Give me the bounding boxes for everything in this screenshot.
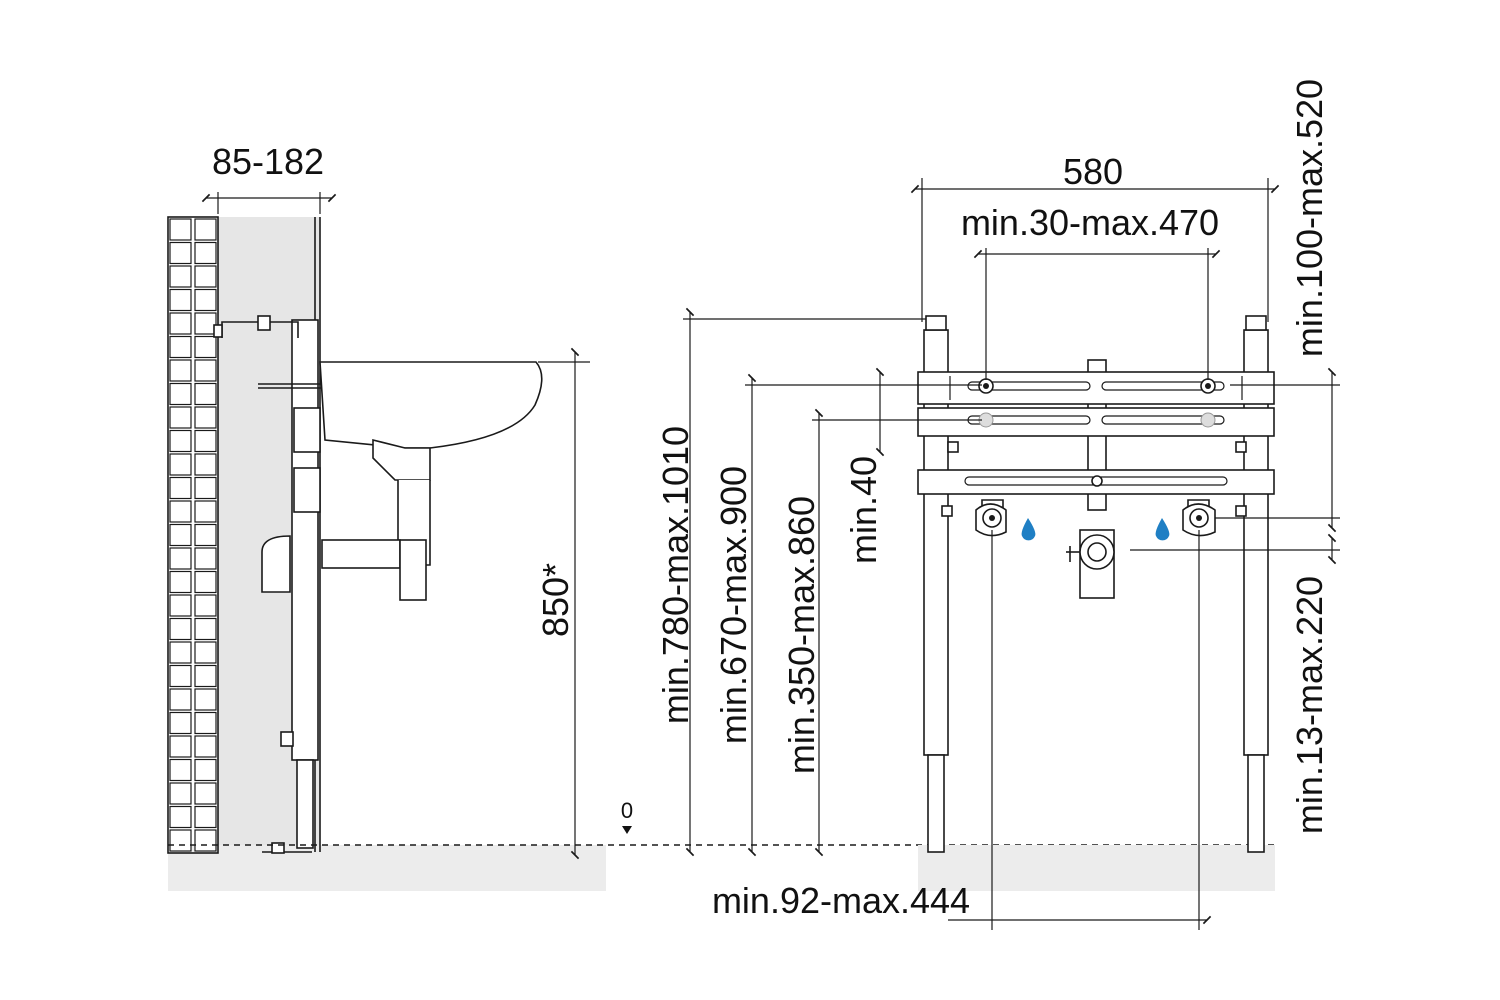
wall-tile xyxy=(169,523,192,547)
wall-tile xyxy=(194,523,217,547)
washbasin xyxy=(319,361,543,449)
floor-zero-label: 0 xyxy=(621,798,633,823)
wall-tile xyxy=(194,500,217,523)
dimension-valve-to-outlet: min.13-max.220 xyxy=(1130,517,1340,834)
wall-tile xyxy=(169,664,192,688)
basin-height-label: 850* xyxy=(535,563,576,637)
wall-tile xyxy=(169,805,192,829)
wall-tile xyxy=(169,617,192,641)
wall-tile xyxy=(169,476,192,500)
floor-slab-right xyxy=(918,845,1275,891)
top-to-rail-label: min.100-max.520 xyxy=(1289,79,1330,357)
wall-tile xyxy=(194,547,217,570)
wall-tile xyxy=(169,758,192,782)
height-rail-label: min.670-max.900 xyxy=(713,466,754,744)
wall-tile xyxy=(169,453,192,476)
dimension-basin-height: 850* xyxy=(535,347,590,860)
wall-tile xyxy=(194,758,217,782)
wall-tile xyxy=(169,829,192,852)
wall-tile xyxy=(194,829,217,852)
wall-tile xyxy=(194,641,217,664)
dimension-bracket-spacing: min.30-max.470 xyxy=(961,202,1221,380)
wall-tile xyxy=(169,641,192,664)
valve-to-outlet-label: min.13-max.220 xyxy=(1289,576,1330,834)
wall-tile xyxy=(194,688,217,711)
wall-tile xyxy=(194,241,217,265)
wall-tile xyxy=(194,406,217,429)
rail-gap-label: min.40 xyxy=(843,456,884,564)
wall-tile xyxy=(169,359,192,382)
wall-tile xyxy=(194,735,217,758)
wall-tile xyxy=(169,782,192,805)
wall-tile xyxy=(194,265,217,288)
dimension-frame-width: 580 xyxy=(910,151,1280,322)
wall-tile xyxy=(194,382,217,406)
valve-left xyxy=(975,499,1007,537)
wall-tile xyxy=(194,218,217,241)
upper-rail xyxy=(917,371,1275,405)
frame-width-label: 580 xyxy=(1063,151,1123,192)
wall-tile xyxy=(169,288,192,312)
middle-rail xyxy=(917,407,1275,437)
depth-range-label: 85-182 xyxy=(212,141,324,182)
wall-tile xyxy=(169,312,192,335)
dimension-height-rail: min.670-max.900 xyxy=(713,373,982,857)
wall-tile xyxy=(194,288,217,312)
frame-upright-side xyxy=(291,319,319,761)
wall-tile xyxy=(169,218,192,241)
wall-tile xyxy=(169,594,192,617)
dimension-depth: 85-182 xyxy=(201,141,337,214)
floor-marker-icon xyxy=(622,826,632,834)
wall-tile xyxy=(194,453,217,476)
dimension-height-lower-rail: min.350-max.860 xyxy=(781,408,982,857)
wall-tile xyxy=(194,711,217,735)
wall-tile xyxy=(169,688,192,711)
wall-tile xyxy=(194,429,217,453)
wall-tile xyxy=(169,547,192,570)
wall-tile xyxy=(194,805,217,829)
wall-tile xyxy=(169,570,192,594)
wall-tile xyxy=(194,594,217,617)
wall-tile xyxy=(194,664,217,688)
dimension-valve-spacing: min.92-max.444 xyxy=(712,530,1212,930)
water-drop-icon xyxy=(1021,518,1036,541)
wall-tile xyxy=(194,312,217,335)
wall-tile xyxy=(194,617,217,641)
water-drop-icon xyxy=(1155,518,1170,541)
wall-tile xyxy=(169,335,192,359)
valve-right xyxy=(1182,499,1216,537)
wall-tiles xyxy=(169,218,217,852)
wall-tile xyxy=(169,241,192,265)
wall-tile xyxy=(194,335,217,359)
wall-tile xyxy=(169,711,192,735)
dimension-rail-gap: min.40 xyxy=(843,367,885,564)
height-top-label: min.780-max.1010 xyxy=(655,426,696,724)
wall-tile xyxy=(169,735,192,758)
bracket-spacing-label: min.30-max.470 xyxy=(961,202,1219,243)
dimension-top-to-rail: min.100-max.520 xyxy=(1230,79,1340,533)
wall-tile xyxy=(169,382,192,406)
wall-tile xyxy=(169,429,192,453)
wall-tile xyxy=(169,500,192,523)
wall-tile xyxy=(169,406,192,429)
wall-tile xyxy=(194,782,217,805)
side-view xyxy=(167,216,606,891)
dimension-height-top: min.780-max.1010 xyxy=(655,307,926,857)
wall-tile xyxy=(194,570,217,594)
floor-slab-left xyxy=(168,845,606,891)
wall-tile xyxy=(169,265,192,288)
height-lower-rail-label: min.350-max.860 xyxy=(781,496,822,774)
valve-spacing-label: min.92-max.444 xyxy=(712,880,970,921)
front-view xyxy=(917,315,1275,853)
waste-outlet xyxy=(1066,529,1115,599)
wall-tile xyxy=(194,476,217,500)
wall-tile xyxy=(194,359,217,382)
